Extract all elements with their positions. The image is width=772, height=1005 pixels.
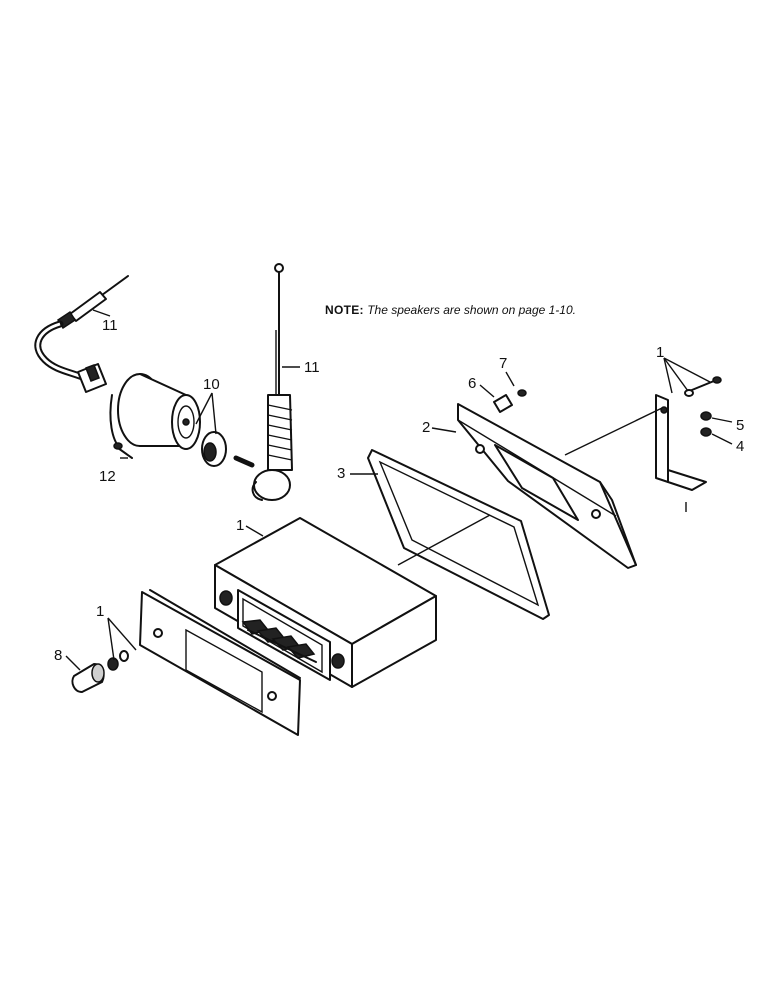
callout-front-hardware: 1 [96,603,104,620]
callout-gasket: 3 [337,465,345,482]
note-text: The speakers are shown on page 1-10. [367,303,576,317]
note-prefix: NOTE: [325,303,364,317]
antenna-lead-cable [34,275,129,393]
callout-clip: 7 [499,355,507,372]
callout-nut: 5 [736,417,744,434]
callout-antenna-mast: 11 [304,359,320,376]
callout-knob: 8 [54,647,62,664]
clip-and-spacer [493,389,527,413]
rear-bezel-plate [457,403,637,569]
mount-screw [113,442,133,459]
callout-antenna-lead: 11 [102,317,118,334]
leader-lines [65,309,733,671]
mounting-bracket [655,376,722,512]
antenna-mount-base [109,373,227,467]
front-trim-plate [139,589,301,736]
radio-unit [214,517,437,688]
callout-bezel-plate: 2 [422,419,430,436]
callout-spacer: 6 [468,375,476,392]
callout-bracket-hardware: 1 [656,344,664,361]
callout-screw: 12 [99,468,116,485]
alignment-line-bracket [564,407,663,456]
callout-mount-base: 10 [203,376,220,393]
gasket [367,449,550,620]
speakers-note: NOTE: The speakers are shown on page 1-1… [325,303,576,317]
antenna-mast [233,263,293,501]
callout-washer: 4 [736,438,744,455]
callout-radio: 1 [236,517,244,534]
knob-and-washers [71,650,129,693]
alignment-line-gasket [397,514,491,566]
